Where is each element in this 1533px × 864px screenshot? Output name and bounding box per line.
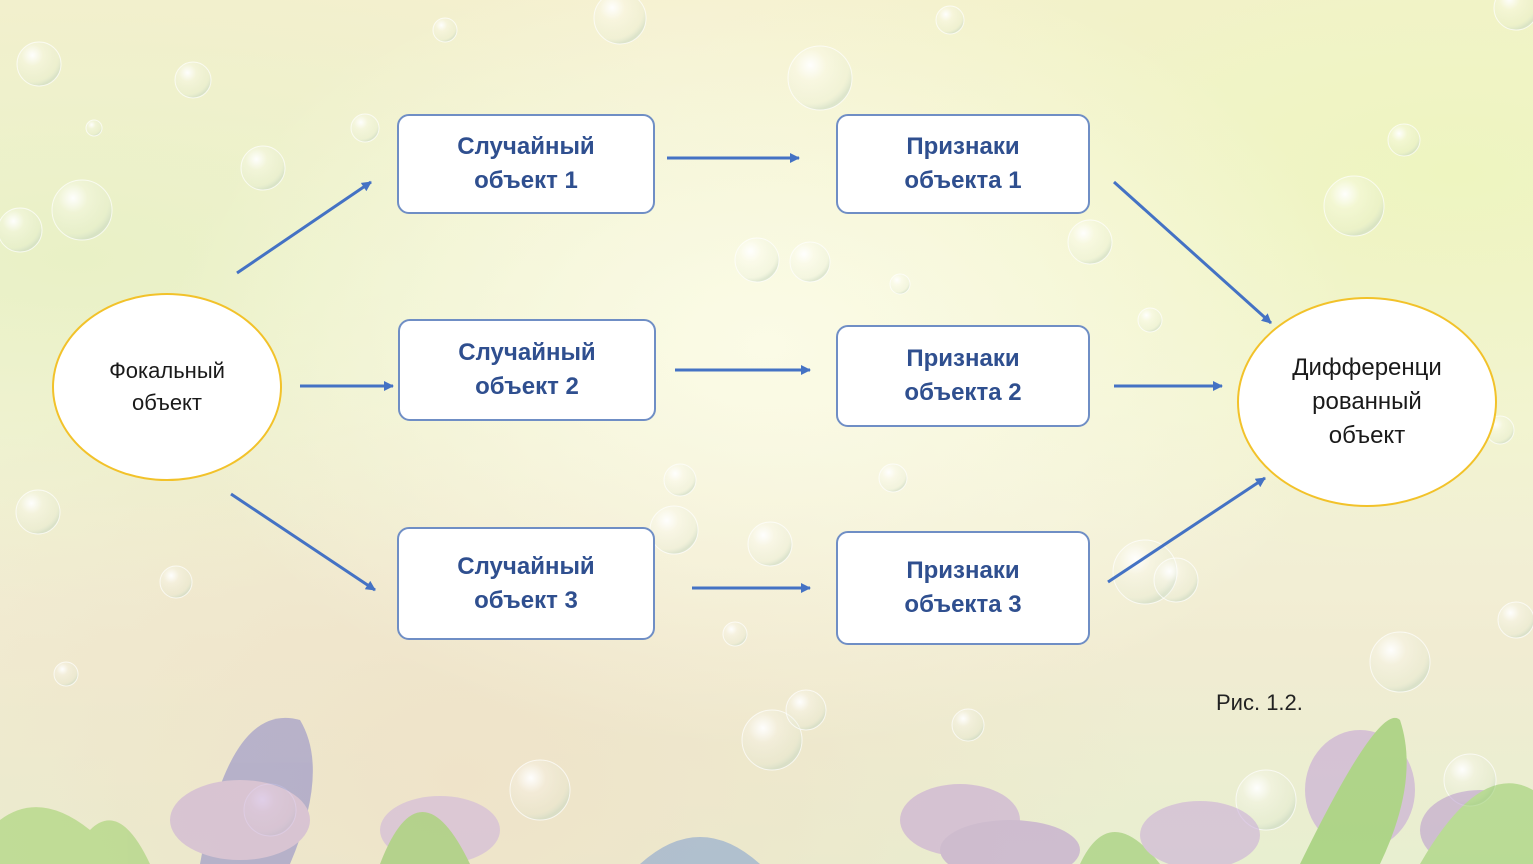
arrow-focal-to-random-3 [230,492,376,592]
differentiated-object-ellipse: Дифференци рованный объект [1237,297,1497,507]
random-object-1-label: Случайный объект 1 [457,133,595,194]
features-1-label: Признаки объекта 1 [904,133,1022,194]
features-3-label: Признаки объекта 3 [904,557,1022,618]
features-2-box: Признаки объекта 2 [836,325,1090,427]
focal-object-ellipse: Фокальный объект [52,293,282,481]
figure-caption: Рис. 1.2. [1216,690,1303,715]
random-object-2-label: Случайный объект 2 [458,339,596,400]
arrow-focal-to-random-1 [236,180,372,275]
random-object-3-label: Случайный объект 3 [457,552,595,614]
arrow-features-1-to-result [1112,180,1273,325]
focal-object-label: Фокальный объект [109,358,225,415]
features-1-box: Признаки объекта 1 [836,114,1090,214]
differentiated-object-label: Дифференци рованный объект [1292,354,1442,449]
features-3-box: Признаки объекта 3 [836,531,1090,645]
features-2-label: Признаки объекта 2 [904,345,1022,406]
arrow-features-3-to-result [1107,476,1266,584]
random-object-1-box: Случайный объект 1 [397,114,655,214]
random-object-2-box: Случайный объект 2 [398,319,656,421]
random-object-3-box: Случайный объект 3 [397,527,655,640]
